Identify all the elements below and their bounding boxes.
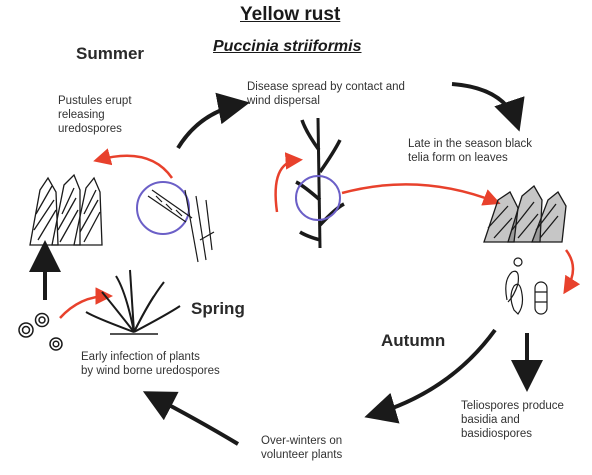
arrow-spread-to-telia — [452, 84, 517, 124]
label-overwinter: Over-winters on volunteer plants — [261, 434, 342, 462]
season-summer: Summer — [76, 44, 144, 64]
label-infection: Early infection of plants by wind borne … — [81, 350, 220, 378]
label-spread: Disease spread by contact and wind dispe… — [247, 80, 405, 108]
diagram-subtitle: Puccinia striiformis — [213, 38, 362, 56]
red-arrow-pustules — [98, 156, 172, 178]
magnifier-left — [137, 182, 189, 234]
season-spring: Spring — [191, 299, 245, 319]
arrow-summer-to-spread — [178, 104, 242, 148]
label-pustules: Pustules erupt releasing uredospores — [58, 94, 132, 136]
red-arrow-to-telia — [342, 184, 496, 202]
infected-wheat-ears-icon — [30, 175, 102, 245]
red-arrow-spores-to-seedling — [60, 296, 108, 318]
uredospores-icon — [19, 314, 62, 351]
diagram-title: Yellow rust — [240, 4, 340, 26]
red-arrow-stem-loop — [276, 160, 298, 212]
label-telia: Late in the season black telia form on l… — [408, 137, 532, 165]
season-autumn: Autumn — [381, 331, 445, 351]
arrow-overwinter-to-spring — [150, 395, 238, 444]
red-arrow-telia-to-spores — [566, 250, 573, 290]
telia-wheat-ears-icon — [484, 186, 566, 242]
label-teliospores: Teliospores produce basidia and basidios… — [461, 399, 564, 441]
teliospores-icon — [506, 258, 547, 314]
seedling-icon — [86, 270, 180, 334]
